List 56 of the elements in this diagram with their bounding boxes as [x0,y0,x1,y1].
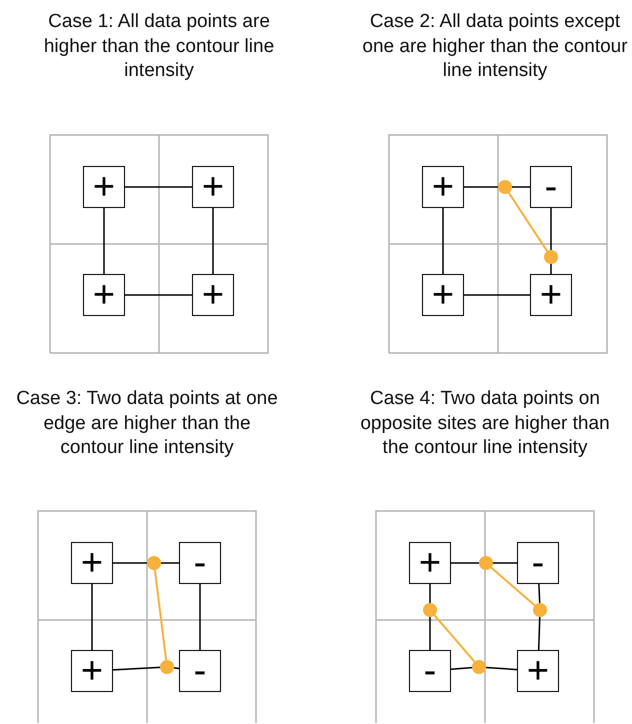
connector-line [450,666,472,670]
connector-line [486,666,518,670]
data-point-box: - [530,166,572,208]
connector-line [464,294,530,296]
contour-line [490,566,536,606]
connector-line [493,562,517,564]
intersection-dot [533,603,547,617]
connector-line [212,208,214,274]
connector-line [161,562,179,564]
data-point-box: + [517,650,559,692]
case-title: Case 4: Two data points on opposite sites are higher than the contour line intensity [359,387,611,460]
intersection-dot [544,250,558,264]
connector-line [442,208,444,274]
data-point-box: + [83,274,125,316]
intersection-dot [479,556,493,570]
connector-line [429,617,431,650]
connector-line [451,562,479,564]
case-title: Case 3: Two data points at one edge are higher than the contour line intensity [15,387,279,460]
data-point-box: - [179,542,221,584]
contour-line [434,614,476,662]
connector-line [125,186,192,188]
connector-line [174,667,180,670]
intersection-dot [498,180,512,194]
intersection-dot [147,556,161,570]
data-point-box: + [192,274,234,316]
connector-line [550,264,552,274]
connector-line [538,584,540,604]
data-point-box: + [83,166,125,208]
case-title: Case 2: All data points except one are higher than the contour line intensity [361,10,629,84]
case-title: Case 1: All data points are higher than the contour line intensity [43,10,275,84]
connector-line [429,584,431,603]
data-point-box: - [409,650,451,692]
contour-line [508,192,548,252]
data-point-box: + [530,274,572,316]
data-point-box: + [409,542,451,584]
connector-line [538,616,541,650]
data-point-box: + [422,274,464,316]
connector-line [112,666,160,671]
connector-line [550,208,552,250]
data-point-box: + [192,166,234,208]
intersection-dot [423,603,437,617]
connector-line [113,562,147,564]
connector-line [199,584,201,650]
connector-line [464,186,498,188]
data-point-box: - [179,650,221,692]
connector-line [103,208,105,274]
connector-line [91,584,93,650]
intersection-dot [160,660,174,674]
connector-line [512,186,530,188]
data-point-box: + [71,542,113,584]
connector-line [125,294,192,296]
data-point-box: - [517,542,559,584]
intersection-dot [472,660,486,674]
contour-line [154,570,168,660]
data-point-box: + [422,166,464,208]
data-point-box: + [71,650,113,692]
